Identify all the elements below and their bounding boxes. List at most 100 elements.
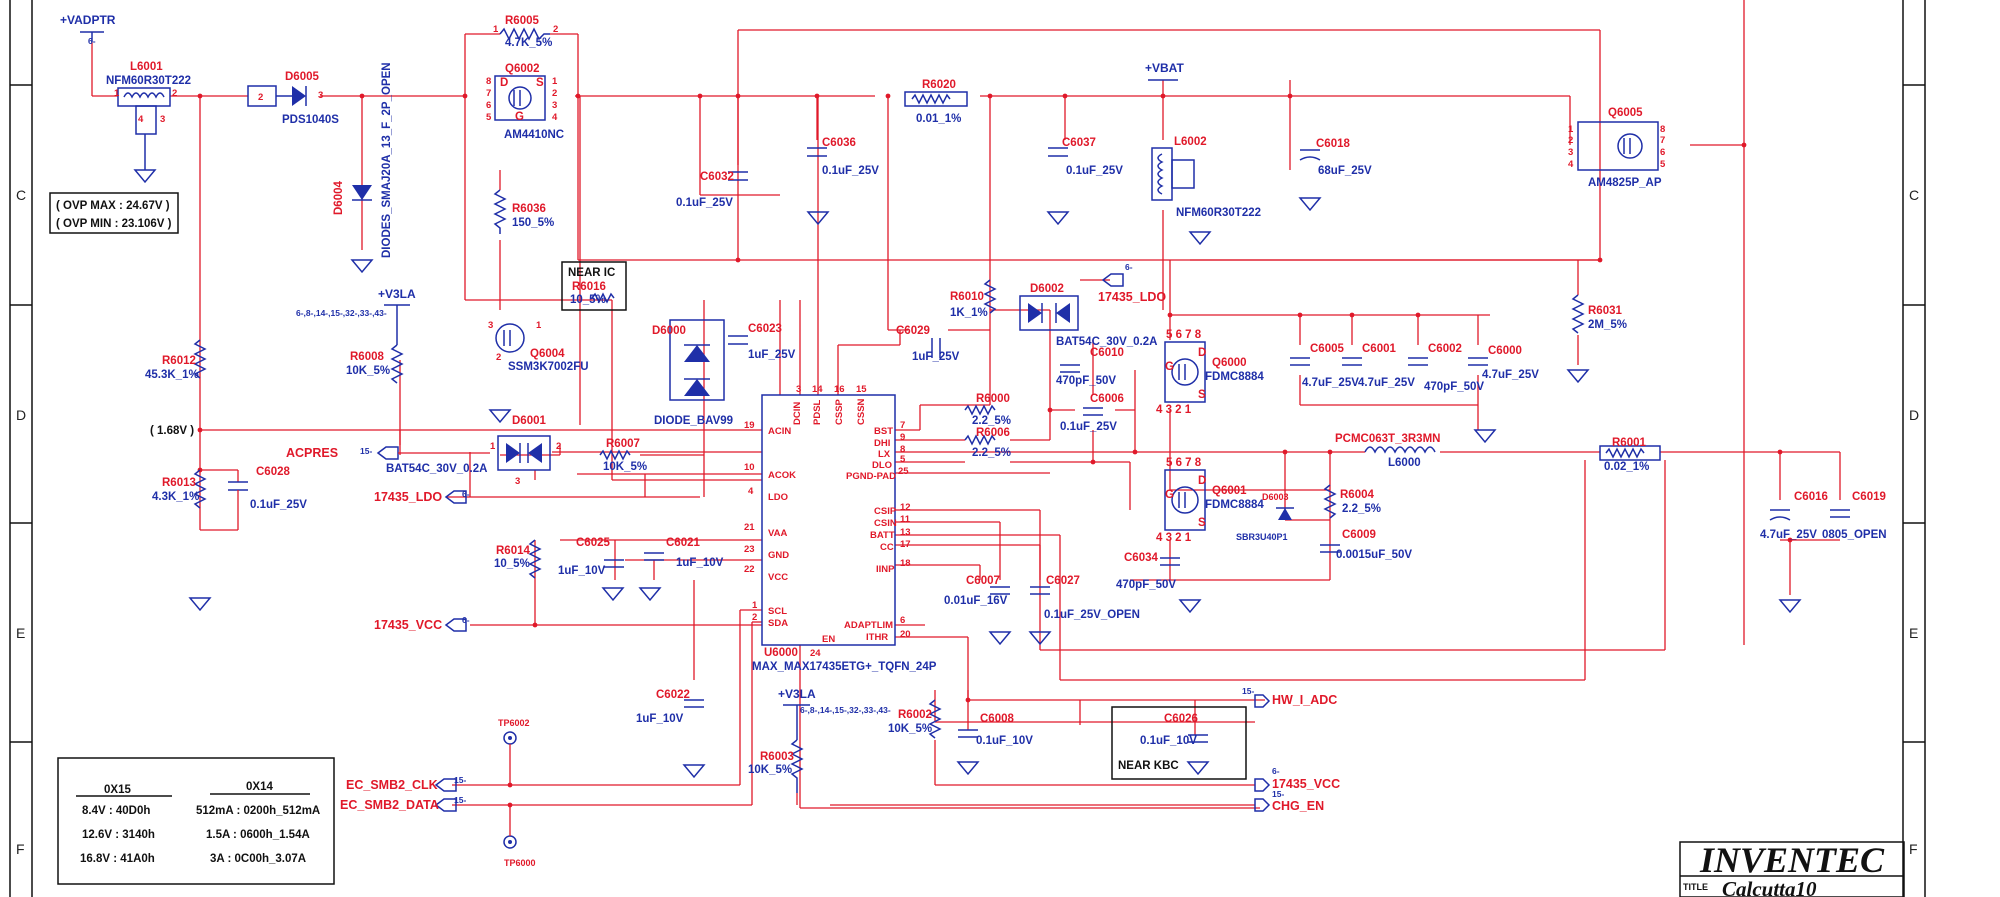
net-17435-ldo-2: 17435_LDO 6- bbox=[1098, 262, 1166, 304]
resistor-r6013: R6013 4.3K_1% bbox=[152, 469, 207, 509]
svg-text:L6002: L6002 bbox=[1174, 136, 1207, 148]
net-17435-vcc: 17435_VCC 6- bbox=[374, 615, 470, 632]
svg-text:C6009: C6009 bbox=[1342, 529, 1376, 541]
svg-text:PDSL: PDSL bbox=[812, 399, 823, 425]
svg-text:12.6V : 3140h: 12.6V : 3140h bbox=[82, 829, 155, 841]
svg-text:0.1uF_25V: 0.1uF_25V bbox=[822, 165, 879, 177]
svg-text:GND: GND bbox=[768, 550, 789, 561]
zone-label-right: C bbox=[1909, 187, 1919, 203]
svg-text:6-: 6- bbox=[462, 489, 470, 499]
svg-text:S: S bbox=[1198, 389, 1206, 401]
svg-text:8: 8 bbox=[486, 76, 491, 87]
svg-text:C6002: C6002 bbox=[1428, 343, 1462, 355]
net-hw-i-adc: HW_I_ADC 15- bbox=[1242, 686, 1337, 708]
capacitor-c6026: C6026 0.1uF_10V NEAR KBC bbox=[1111, 706, 1247, 780]
svg-text:2.2_5%: 2.2_5% bbox=[1342, 503, 1381, 515]
svg-text:R6036: R6036 bbox=[512, 203, 546, 215]
svg-text:0X15: 0X15 bbox=[104, 784, 131, 796]
svg-text:Q6000: Q6000 bbox=[1212, 357, 1247, 369]
svg-text:R6007: R6007 bbox=[606, 438, 640, 450]
wire-net bbox=[91, 0, 1841, 809]
diode-d6003: D6003 SBR3U40P1 bbox=[1236, 492, 1294, 542]
net-acpres: ACPRES 15- bbox=[286, 446, 490, 460]
svg-text:ACOK: ACOK bbox=[768, 470, 796, 481]
resistor-r6007: R6007 10K_5% bbox=[599, 438, 647, 473]
svg-text:R6016: R6016 bbox=[572, 281, 606, 293]
svg-text:DIODE_BAV99: DIODE_BAV99 bbox=[654, 415, 733, 427]
svg-text:FDMC8884: FDMC8884 bbox=[1205, 499, 1264, 511]
svg-text:12: 12 bbox=[900, 502, 911, 513]
svg-text:6-: 6- bbox=[88, 36, 96, 46]
svg-text:470pF_50V: 470pF_50V bbox=[1056, 375, 1116, 387]
capacitor-c6032: C6032 0.1uF_25V bbox=[676, 171, 748, 209]
svg-text:BATT: BATT bbox=[870, 530, 895, 541]
svg-text:C6032: C6032 bbox=[700, 171, 734, 183]
svg-text:13: 13 bbox=[900, 527, 911, 538]
svg-text:DIODES_SMAJ20A_13_F_2P_OPEN: DIODES_SMAJ20A_13_F_2P_OPEN bbox=[381, 62, 393, 258]
tvs-d6004: D6004 DIODES_SMAJ20A_13_F_2P_OPEN bbox=[333, 62, 393, 258]
zone-label-left: F bbox=[16, 841, 25, 857]
svg-text:S: S bbox=[536, 77, 544, 89]
svg-text:3: 3 bbox=[488, 320, 493, 331]
svg-text:470pF_50V: 470pF_50V bbox=[1116, 579, 1176, 591]
svg-text:0.1uF_25V_OPEN: 0.1uF_25V_OPEN bbox=[1044, 609, 1140, 621]
power-flag-v3la: +V3LA 6-,8-,14-,15-,32-,33-,43- bbox=[296, 287, 416, 345]
resistor-r6000: R6000 2.2_5% bbox=[964, 393, 1011, 427]
title-block: INVENTEC TITLE Calcutta10 bbox=[1679, 840, 1905, 897]
svg-text:NEAR KBC: NEAR KBC bbox=[1118, 760, 1179, 772]
svg-text:D: D bbox=[1198, 347, 1206, 359]
svg-text:ITHR: ITHR bbox=[866, 632, 888, 643]
svg-text:ADAPTLIM: ADAPTLIM bbox=[844, 620, 893, 631]
svg-text:4 3 2 1: 4 3 2 1 bbox=[1156, 532, 1192, 544]
svg-text:2.2_5%: 2.2_5% bbox=[972, 447, 1011, 459]
resistor-r6001: R6001 0.02_1% bbox=[1599, 437, 1661, 473]
svg-text:15-: 15- bbox=[454, 795, 466, 805]
svg-text:CHG_EN: CHG_EN bbox=[1272, 799, 1324, 813]
svg-text:2.2_5%: 2.2_5% bbox=[972, 415, 1011, 427]
capacitor-c6036: C6036 0.1uF_25V bbox=[807, 137, 879, 177]
svg-text:G: G bbox=[1165, 361, 1174, 373]
svg-text:0.02_1%: 0.02_1% bbox=[1604, 461, 1649, 473]
svg-text:R6005: R6005 bbox=[505, 15, 539, 27]
resistor-r6016: NEAR IC R6016 10_5% bbox=[561, 261, 627, 311]
zone-label-left: D bbox=[16, 407, 26, 423]
svg-text:LX: LX bbox=[878, 449, 891, 460]
svg-text:D6004: D6004 bbox=[333, 181, 345, 215]
resistor-r6010: R6010 1K_1% bbox=[950, 279, 997, 319]
svg-text:DLO: DLO bbox=[872, 460, 892, 471]
svg-text:VAA: VAA bbox=[768, 528, 787, 539]
svg-text:FDMC8884: FDMC8884 bbox=[1205, 371, 1264, 383]
svg-text:EC_SMB2_CLK: EC_SMB2_CLK bbox=[346, 778, 438, 792]
svg-text:C6021: C6021 bbox=[666, 537, 700, 549]
capacitor-c6009: C6009 0.0015uF_50V bbox=[1320, 529, 1412, 561]
svg-text:3: 3 bbox=[1568, 147, 1573, 158]
svg-text:R6002: R6002 bbox=[898, 709, 932, 721]
svg-text:2: 2 bbox=[556, 441, 561, 452]
power-flag-vbat: +VBAT bbox=[1145, 61, 1184, 81]
svg-text:0.01_1%: 0.01_1% bbox=[916, 113, 961, 125]
svg-text:4.7uF_25V: 4.7uF_25V bbox=[1760, 529, 1817, 541]
svg-text:D6002: D6002 bbox=[1030, 283, 1064, 295]
svg-text:8: 8 bbox=[1660, 124, 1665, 135]
capacitor-c6021: C6021 1uF_10V bbox=[644, 537, 724, 569]
svg-text:3: 3 bbox=[552, 100, 557, 111]
svg-text:ACIN: ACIN bbox=[768, 426, 791, 437]
svg-text:PCMC063T_3R3MN: PCMC063T_3R3MN bbox=[1335, 433, 1440, 445]
inductor-l6000: PCMC063T_3R3MN L6000 bbox=[1335, 433, 1440, 469]
svg-text:TP6000: TP6000 bbox=[504, 858, 536, 868]
svg-text:C6037: C6037 bbox=[1062, 137, 1096, 149]
svg-text:CC: CC bbox=[880, 542, 894, 553]
svg-text:D6001: D6001 bbox=[512, 415, 546, 427]
svg-text:PGND-PAD: PGND-PAD bbox=[846, 471, 896, 482]
svg-text:C6028: C6028 bbox=[256, 466, 290, 478]
svg-text:C6001: C6001 bbox=[1362, 343, 1396, 355]
svg-text:4: 4 bbox=[748, 486, 754, 497]
testpoint-tp6002: TP6002 bbox=[498, 718, 530, 785]
svg-text:G: G bbox=[515, 111, 524, 123]
resistor-r6003: R6003 10K_5% bbox=[748, 739, 804, 805]
svg-text:C6008: C6008 bbox=[980, 713, 1014, 725]
capacitor-c6025: C6025 1uF_10V bbox=[558, 537, 624, 577]
